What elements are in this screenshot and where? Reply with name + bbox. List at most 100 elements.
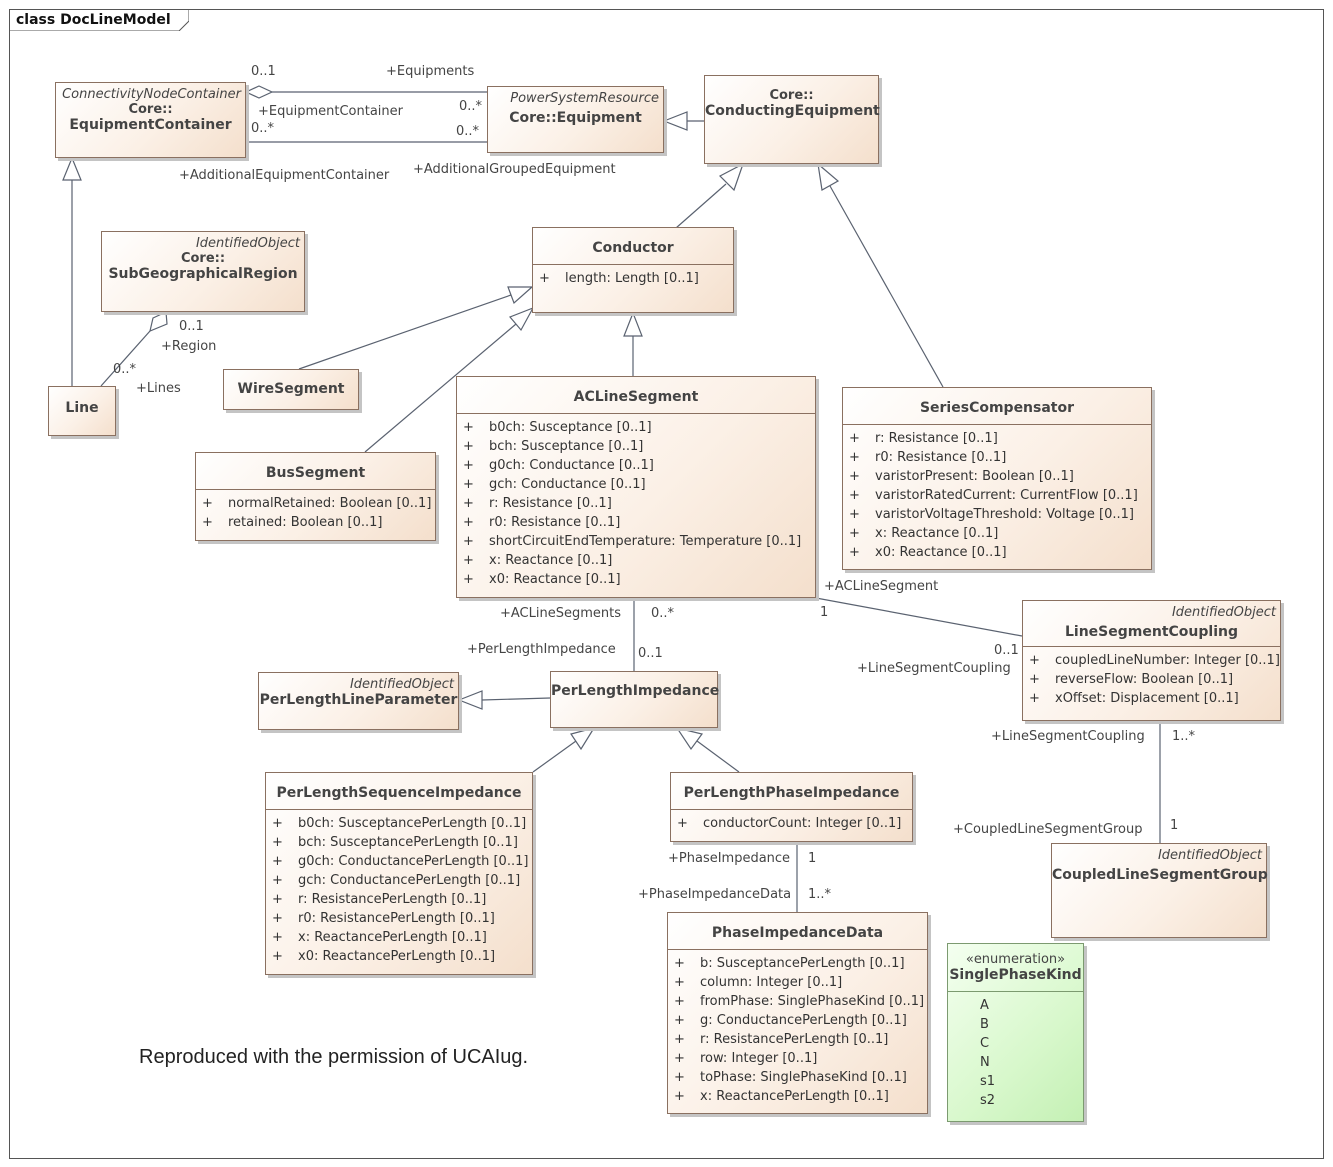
generalization-arrow-phase — [675, 727, 704, 751]
generalization-pli-plp — [481, 697, 551, 701]
attribute: +retained: Boolean [0..1] — [202, 515, 383, 530]
multiplicity-label: 0..* — [113, 362, 137, 377]
class-line-segment-coupling[interactable]: IdentifiedObject LineSegmentCoupling +co… — [1022, 600, 1281, 721]
generalization-arrow-pli — [457, 690, 483, 710]
class-equipment[interactable]: PowerSystemResource Core::Equipment — [487, 86, 664, 153]
class-subgeographical-region[interactable]: IdentifiedObject Core:: SubGeographicalR… — [101, 231, 305, 312]
generalization-conductor-conducting — [675, 183, 727, 229]
generalization-arrow-wire — [507, 286, 534, 305]
class-name: ACLineSegment — [573, 389, 699, 405]
package-name: Core:: — [180, 251, 226, 266]
multiplicity-label: 0..1 — [994, 643, 1019, 658]
generalization-sequence-pli — [532, 740, 577, 773]
class-bus-segment[interactable]: BusSegment +normalRetained: Boolean [0..… — [195, 452, 436, 541]
class-per-length-line-parameter[interactable]: IdentifiedObject PerLengthLineParameter — [258, 672, 459, 730]
class-name: LineSegmentCoupling — [1065, 624, 1238, 640]
multiplicity-label: 1..* — [1172, 729, 1196, 744]
attribute: +varistorVoltageThreshold: Voltage [0..1… — [849, 507, 1134, 522]
generalization-wire-conductor — [298, 294, 512, 370]
enum-literal-list: A B C N s1 s2 — [948, 991, 1083, 1114]
role-label: +Lines — [136, 381, 181, 396]
attribute-list: +normalRetained: Boolean [0..1] +retaine… — [196, 489, 435, 536]
attribute-list: +conductorCount: Integer [0..1] — [671, 809, 912, 837]
attribute-list: +b: SusceptancePerLength [0..1] +column:… — [668, 949, 927, 1110]
multiplicity-label: 1 — [1170, 818, 1179, 833]
attribute: +b0ch: Susceptance [0..1] — [463, 420, 652, 435]
class-name: ConductingEquipment — [705, 103, 880, 119]
stereotype: IdentifiedObject — [349, 677, 454, 692]
role-label: +AdditionalGroupedEquipment — [413, 162, 616, 177]
generalization-arrow-line — [62, 156, 82, 181]
class-line[interactable]: Line — [48, 386, 116, 436]
attribute: +r: Resistance [0..1] — [463, 496, 612, 511]
attribute: +g: ConductancePerLength [0..1] — [674, 1013, 907, 1028]
class-per-length-phase-impedance[interactable]: PerLengthPhaseImpedance +conductorCount:… — [670, 772, 913, 842]
attribute: +length: Length [0..1] — [539, 271, 699, 286]
attribute: +r0: Resistance [0..1] — [849, 450, 1007, 465]
enum-literal: s2 — [980, 1093, 996, 1108]
class-acline-segment[interactable]: ACLineSegment +b0ch: Susceptance [0..1] … — [456, 376, 816, 598]
role-label: +ACLineSegment — [824, 579, 939, 594]
role-label: +Region — [161, 339, 217, 354]
package-name: Core:: — [128, 102, 173, 117]
class-name: SinglePhaseKind — [949, 967, 1082, 983]
role-label: +PhaseImpedance — [668, 851, 791, 866]
attribute: +shortCircuitEndTemperature: Temperature… — [463, 534, 802, 549]
diagram-frame — [9, 9, 1324, 1159]
role-label: +CoupledLineSegmentGroup — [953, 822, 1143, 837]
class-name: PerLengthLineParameter — [259, 692, 458, 708]
attribute: +row: Integer [0..1] — [674, 1051, 818, 1066]
diagram-title: class DocLineModel — [16, 12, 171, 28]
attribute-list: +r: Resistance [0..1] +r0: Resistance [0… — [843, 424, 1151, 566]
attribute: +x: ReactancePerLength [0..1] — [674, 1089, 889, 1104]
role-label: +Equipments — [386, 64, 475, 79]
multiplicity-label: 0..* — [251, 121, 275, 136]
enum-literal: s1 — [980, 1074, 996, 1089]
multiplicity-label: 0..1 — [179, 319, 204, 334]
generalization-phase-pli — [696, 740, 740, 773]
attribute: +varistorPresent: Boolean [0..1] — [849, 469, 1074, 484]
class-wire-segment[interactable]: WireSegment — [223, 369, 359, 410]
association-acls-coupling — [815, 597, 1023, 637]
permission-note: Reproduced with the permission of UCAIug… — [139, 1046, 529, 1068]
class-per-length-sequence-impedance[interactable]: PerLengthSequenceImpedance +b0ch: Suscep… — [265, 772, 533, 975]
class-equipment-container[interactable]: ConnectivityNodeContainer Core:: Equipme… — [55, 82, 246, 158]
enum-literal: B — [980, 1017, 989, 1032]
stereotype: IdentifiedObject — [195, 236, 300, 251]
role-label: +ACLineSegments — [500, 606, 621, 621]
class-name: PerLengthPhaseImpedance — [683, 785, 900, 801]
generalization-arrow-conductor — [718, 162, 745, 192]
attribute: +gch: ConductancePerLength [0..1] — [272, 873, 521, 888]
multiplicity-label: 0..1 — [251, 64, 276, 79]
enum-single-phase-kind[interactable]: «enumeration» SinglePhaseKind A B C N s1… — [947, 943, 1084, 1122]
aggregation-diamond-region — [149, 311, 168, 332]
class-name: Line — [65, 400, 99, 416]
attribute: +r0: ResistancePerLength [0..1] — [272, 911, 495, 926]
multiplicity-label: 1 — [808, 851, 817, 866]
class-per-length-impedance[interactable]: PerLengthImpedance — [550, 671, 719, 728]
attribute: +x0: ReactancePerLength [0..1] — [272, 949, 496, 964]
multiplicity-label: 0..* — [651, 606, 675, 621]
package-name: Core:: — [769, 88, 814, 103]
class-conducting-equipment[interactable]: Core:: ConductingEquipment — [704, 75, 880, 164]
class-phase-impedance-data[interactable]: PhaseImpedanceData +b: SusceptancePerLen… — [667, 912, 928, 1114]
class-series-compensator[interactable]: SeriesCompensator +r: Resistance [0..1] … — [842, 387, 1152, 570]
class-name: EquipmentContainer — [69, 117, 232, 133]
class-name: Conductor — [592, 240, 674, 256]
role-label: +PerLengthImpedance — [467, 642, 616, 657]
attribute: +g0ch: Conductance [0..1] — [463, 458, 654, 473]
aggregation-diamond-container — [244, 85, 274, 99]
attribute: +b: SusceptancePerLength [0..1] — [674, 956, 905, 971]
enum-literal: A — [980, 998, 989, 1013]
attribute: +r: Resistance [0..1] — [849, 431, 998, 446]
aggregation-region-lines — [100, 330, 151, 387]
class-coupled-line-segment-group[interactable]: IdentifiedObject CoupledLineSegmentGroup — [1051, 843, 1268, 938]
attribute: +x0: Reactance [0..1] — [849, 545, 1007, 560]
role-label: +PhaseImpedanceData — [638, 887, 792, 902]
multiplicity-label: 0..* — [456, 124, 480, 139]
multiplicity-label: 1 — [820, 605, 829, 620]
generalization-arrow-sequence — [570, 727, 596, 751]
class-conductor[interactable]: Conductor +length: Length [0..1] — [532, 227, 734, 313]
generalization-arrow-bus — [508, 306, 535, 332]
